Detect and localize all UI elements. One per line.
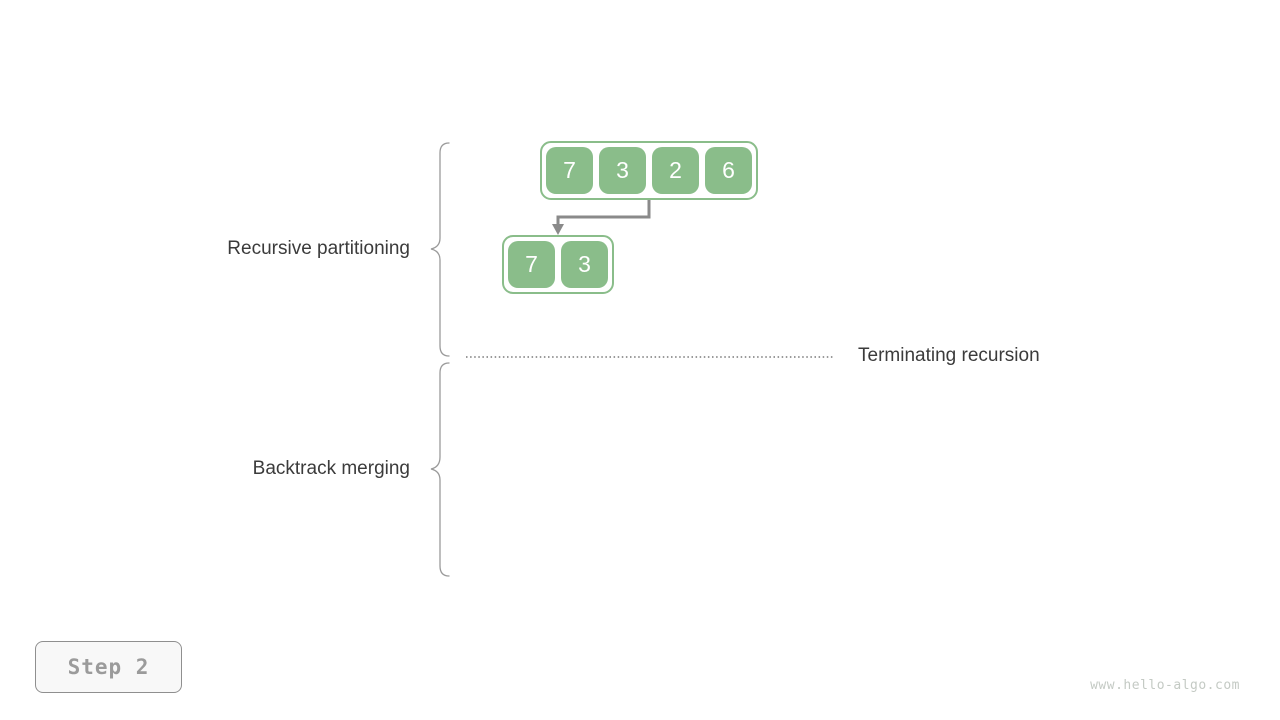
step-badge: Step 2 — [35, 641, 182, 693]
array-cell: 3 — [599, 147, 646, 194]
array-cell: 7 — [508, 241, 555, 288]
brace-backtrack-merging — [430, 362, 450, 577]
label-terminating-recursion: Terminating recursion — [858, 345, 1040, 366]
array-cell: 2 — [652, 147, 699, 194]
array-cell: 3 — [561, 241, 608, 288]
array-cell: 6 — [705, 147, 752, 194]
label-backtrack-merging: Backtrack merging — [252, 458, 410, 479]
array-sub: 7 3 — [502, 235, 614, 294]
partition-arrow-line — [556, 199, 651, 226]
watermark: www.hello-algo.com — [1090, 678, 1240, 693]
array-top: 7 3 2 6 — [540, 141, 758, 200]
brace-recursive-partitioning — [430, 142, 450, 357]
array-cell: 7 — [546, 147, 593, 194]
partition-arrow-head — [552, 224, 564, 235]
label-recursive-partitioning: Recursive partitioning — [227, 238, 410, 259]
